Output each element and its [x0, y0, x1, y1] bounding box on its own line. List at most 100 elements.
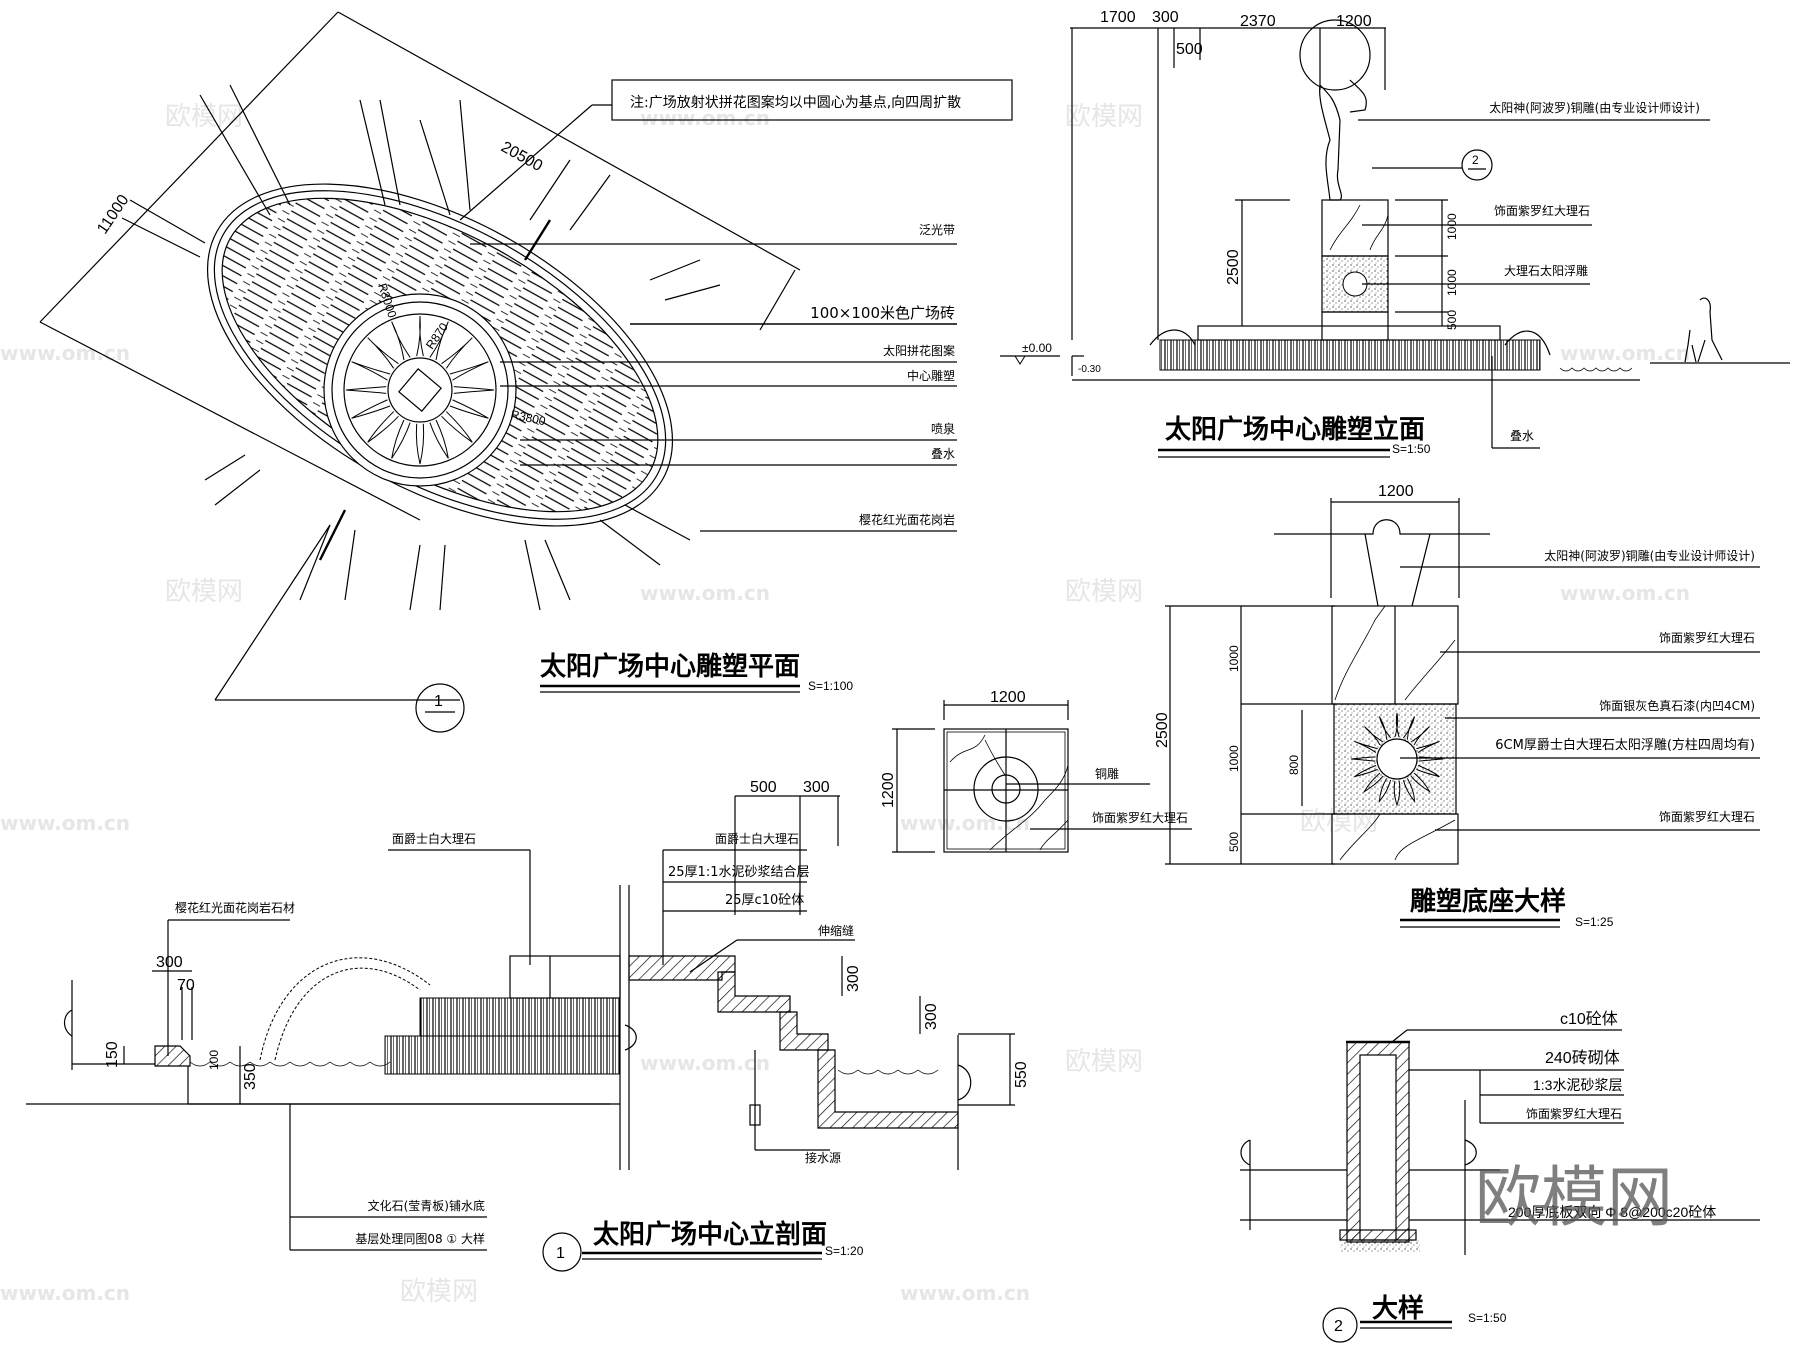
watermark-url: www.om.cn	[1560, 341, 1690, 365]
dim-1200: 1200	[1378, 483, 1414, 500]
sun-ray	[1378, 716, 1392, 740]
watermark-url: www.om.cn	[900, 1281, 1030, 1305]
label-center-sculpture: 中心雕塑	[907, 368, 955, 383]
sun-ray	[429, 419, 449, 459]
dim-1700: 1700	[1100, 9, 1136, 26]
sun-ray	[453, 386, 495, 394]
label-granite-stone: 樱花红光面花岗岩石材	[175, 900, 295, 915]
elevation-title: 太阳广场中心雕塑立面	[1165, 414, 1425, 445]
sun-ray	[449, 399, 489, 419]
fountain-arc	[1149, 329, 1196, 346]
dim-2370: 2370	[1240, 13, 1276, 30]
water-line	[1559, 367, 1633, 372]
watermark-url: www.om.cn	[0, 341, 130, 365]
detail-index: 2	[1334, 1318, 1343, 1335]
section-index-circle	[542, 1232, 582, 1272]
dim-300: 300	[803, 779, 830, 796]
dim-20500: 20500	[498, 139, 545, 175]
dim-line	[214, 524, 331, 701]
dim-2500: 2500	[1225, 249, 1242, 285]
label-floodlight-strip: 泛光带	[919, 223, 955, 237]
label-marble-facing: 饰面紫罗红大理石	[1494, 203, 1590, 218]
dim-300: 300	[1152, 9, 1179, 26]
cascade-upper	[419, 997, 621, 1037]
label-fountain: 喷泉	[931, 422, 955, 436]
label-sun-mosaic: 太阳拼花图案	[883, 343, 955, 358]
dim-11000: 11000	[94, 192, 132, 237]
watermark-brand: 欧模网	[165, 577, 243, 607]
dim-1000-a: 1000	[1445, 213, 1459, 240]
label-marble-facing-lower: 饰面紫罗红大理石	[1659, 809, 1755, 824]
dim-500: 500	[1176, 41, 1203, 58]
person-child	[1684, 329, 1697, 363]
fountain-arc	[1504, 330, 1551, 356]
dim-500: 500	[1227, 832, 1241, 852]
platform-cascade	[1159, 339, 1541, 371]
label-c10-concrete: c10砼体	[1560, 1010, 1618, 1028]
label-expansion-joint: 伸缩缝	[818, 923, 854, 938]
watermark-brand: 欧模网	[400, 1277, 478, 1307]
label-base-slab: 200厚底板双向 Φ 8@200c20砼体	[1508, 1204, 1716, 1220]
dim-500: 500	[1445, 310, 1459, 330]
section-title: 太阳广场中心立剖面	[593, 1219, 827, 1250]
sun-ray	[1350, 756, 1376, 762]
sun-ray	[429, 321, 449, 361]
plan-drawing: 20500 11000	[39, 11, 1013, 733]
dim-line	[337, 11, 801, 271]
water-surface	[189, 1061, 391, 1067]
detail-ref-index: 2	[1472, 153, 1479, 167]
sun-ray	[415, 423, 425, 465]
watermark-url: www.om.cn	[640, 1051, 770, 1075]
label-cascade: 叠水	[1510, 429, 1534, 443]
statue-figure	[1319, 79, 1367, 201]
watermark-url: www.om.cn	[1560, 581, 1690, 605]
detail-index-circle	[1322, 1307, 1358, 1343]
sun-ray	[1393, 780, 1401, 807]
sun-ray	[1402, 716, 1416, 740]
label-apollo-bronze: 太阳神(阿波罗)铜雕(由专业设计师设计)	[1544, 548, 1755, 563]
label-cascade: 叠水	[931, 447, 955, 461]
base-plan-drawing: 1200 1200 铜雕 饰面紫罗红大理石	[880, 689, 1192, 853]
label-sun-relief: 大理石太阳浮雕	[1504, 263, 1588, 278]
plan-index: 1	[434, 693, 443, 710]
dim-1000-a: 1000	[1227, 645, 1241, 672]
sun-ray	[1378, 778, 1392, 804]
plan-note: 注:广场放射状拼花图案均以中圆心为基点,向四周扩散	[630, 94, 961, 111]
section-drawing: 500 300 面爵士白大理石 25厚1:1水泥砂浆结合层 25厚c10砼体 伸…	[26, 779, 1030, 1272]
plan-leaders: 泛光带 100×100米色广场砖 太阳拼花图案 中心雕塑 喷泉 叠水 樱花红光面…	[470, 223, 957, 532]
label-marble-relief: 6CM厚爵士白大理石太阳浮雕(方柱四周均有)	[1495, 737, 1755, 753]
sun-ray	[367, 411, 399, 443]
elevation-drawing: 1700 300 500 2370 1200 ±0.00 -0.30	[1000, 9, 1790, 458]
dim-1200-width: 1200	[990, 689, 1026, 706]
sun-ray	[351, 399, 391, 419]
person-adult	[1697, 297, 1723, 363]
label-culture-stone: 文化石(莹青板)铺水底	[368, 1198, 485, 1213]
dim-350: 350	[242, 1063, 259, 1090]
dim-line	[39, 11, 339, 323]
drain-pipe	[749, 1104, 761, 1126]
sun-ray	[1394, 712, 1400, 738]
dim-line	[39, 321, 421, 521]
radiating-rays	[121, 84, 721, 611]
detail-ref-circle	[1461, 149, 1493, 181]
dim-100: 100	[207, 1050, 221, 1070]
label-base-treatment: 基层处理同图08 ① 大样	[355, 1231, 485, 1246]
sun-ray	[1416, 764, 1440, 778]
watermark-url: www.om.cn	[640, 581, 770, 605]
dim-1000-b: 1000	[1445, 269, 1459, 296]
fountain-jet	[274, 967, 421, 1061]
footing	[1339, 1229, 1417, 1241]
label-stone-paint: 饰面银灰色真石漆(内凹4CM)	[1599, 699, 1755, 713]
base-detail-drawing: 1200 2500 1000 1000 500 800 太阳神(阿波罗)铜雕(由…	[1154, 483, 1760, 929]
sun-ray	[449, 361, 489, 381]
dim-300-step-b: 300	[923, 1003, 940, 1030]
level-minus-030: -0.30	[1078, 364, 1101, 375]
watermark-url: www.om.cn	[900, 811, 1030, 835]
watermark-brand: 欧模网	[1065, 1047, 1143, 1077]
sun-ray	[441, 411, 473, 443]
dim-2500: 2500	[1154, 712, 1171, 748]
note-box	[611, 79, 1013, 121]
sun-ray	[367, 337, 399, 369]
sun-ray	[345, 386, 387, 394]
